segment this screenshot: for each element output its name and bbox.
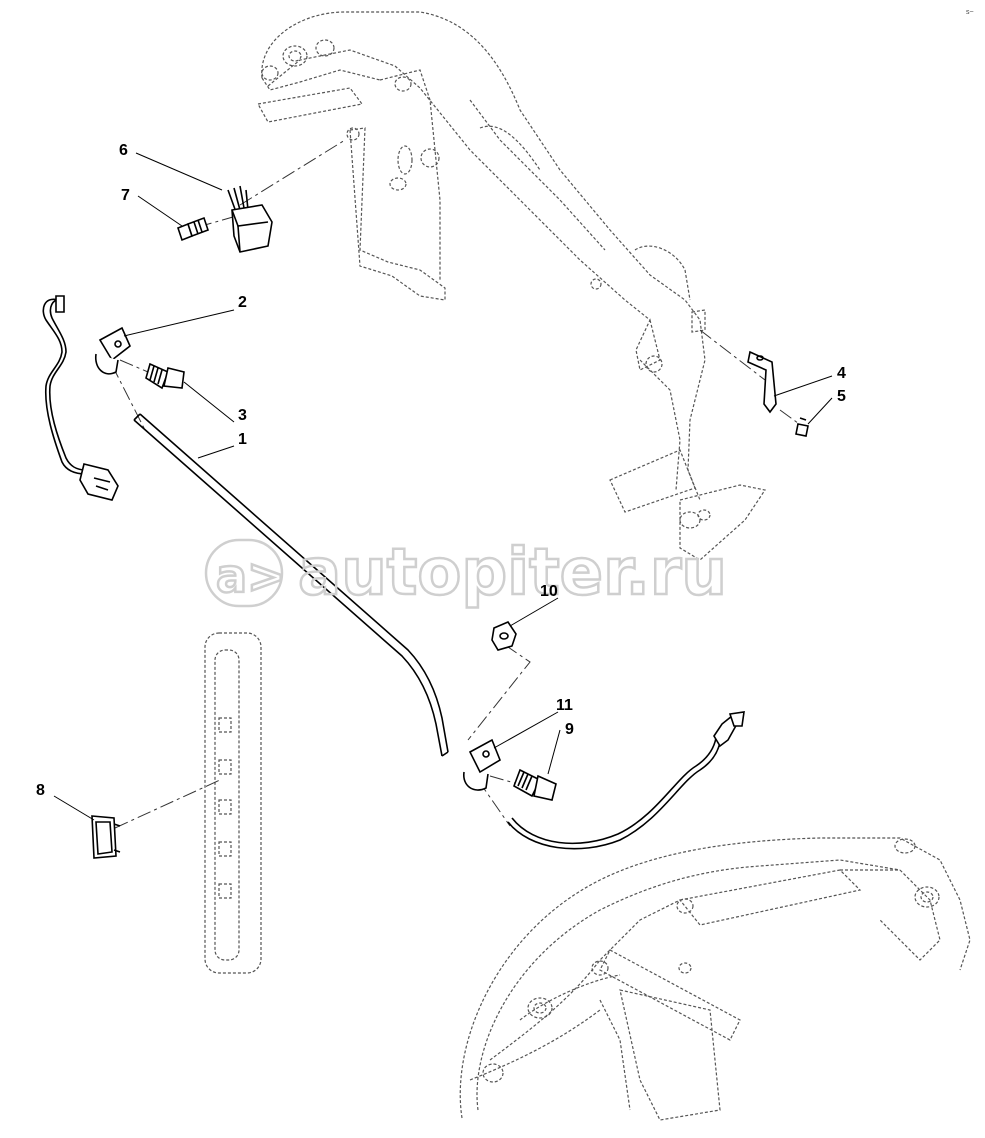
callout-labels: 6 7 2 3 1 4 5 10 11 9 8 [36, 142, 846, 799]
callout-11: 11 [556, 697, 573, 714]
part-5-bolt [795, 417, 809, 437]
corner-mark: s~ [966, 9, 974, 16]
part-1-cable [133, 413, 449, 757]
part-9-bolt [513, 768, 557, 801]
part-11-clamp [463, 738, 501, 791]
wiring-harness-right [507, 711, 745, 850]
loader-arm-lower [459, 837, 971, 1121]
part-10-nut [491, 621, 517, 651]
part-7-bolt [177, 216, 210, 242]
part-8-lamp [91, 815, 121, 859]
leader-lines [53, 152, 833, 821]
callout-10: 10 [540, 583, 558, 600]
part-2-clamp [94, 326, 131, 375]
callout-5: 5 [837, 388, 846, 405]
callout-1: 1 [238, 431, 247, 448]
callout-4: 4 [837, 365, 846, 382]
callout-6: 6 [119, 142, 128, 159]
assembly-centerlines [111, 139, 803, 829]
part-6-sensor [227, 185, 273, 253]
watermark-logo: a> [216, 549, 286, 603]
callout-7: 7 [121, 187, 130, 204]
light-panel-ghost [204, 632, 262, 974]
part-3-bolt [145, 362, 185, 390]
callout-2: 2 [238, 294, 247, 311]
wiring-harness-left [42, 295, 119, 501]
callout-8: 8 [36, 782, 45, 799]
callout-9: 9 [565, 721, 574, 738]
callout-3: 3 [238, 407, 247, 424]
watermark-logo-frame [204, 538, 284, 608]
part-4-bracket [747, 350, 777, 414]
watermark-text: autopiter.ru [298, 536, 727, 610]
loader-arm-upper [257, 11, 766, 561]
watermark: a> autopiter.ru [204, 535, 728, 611]
